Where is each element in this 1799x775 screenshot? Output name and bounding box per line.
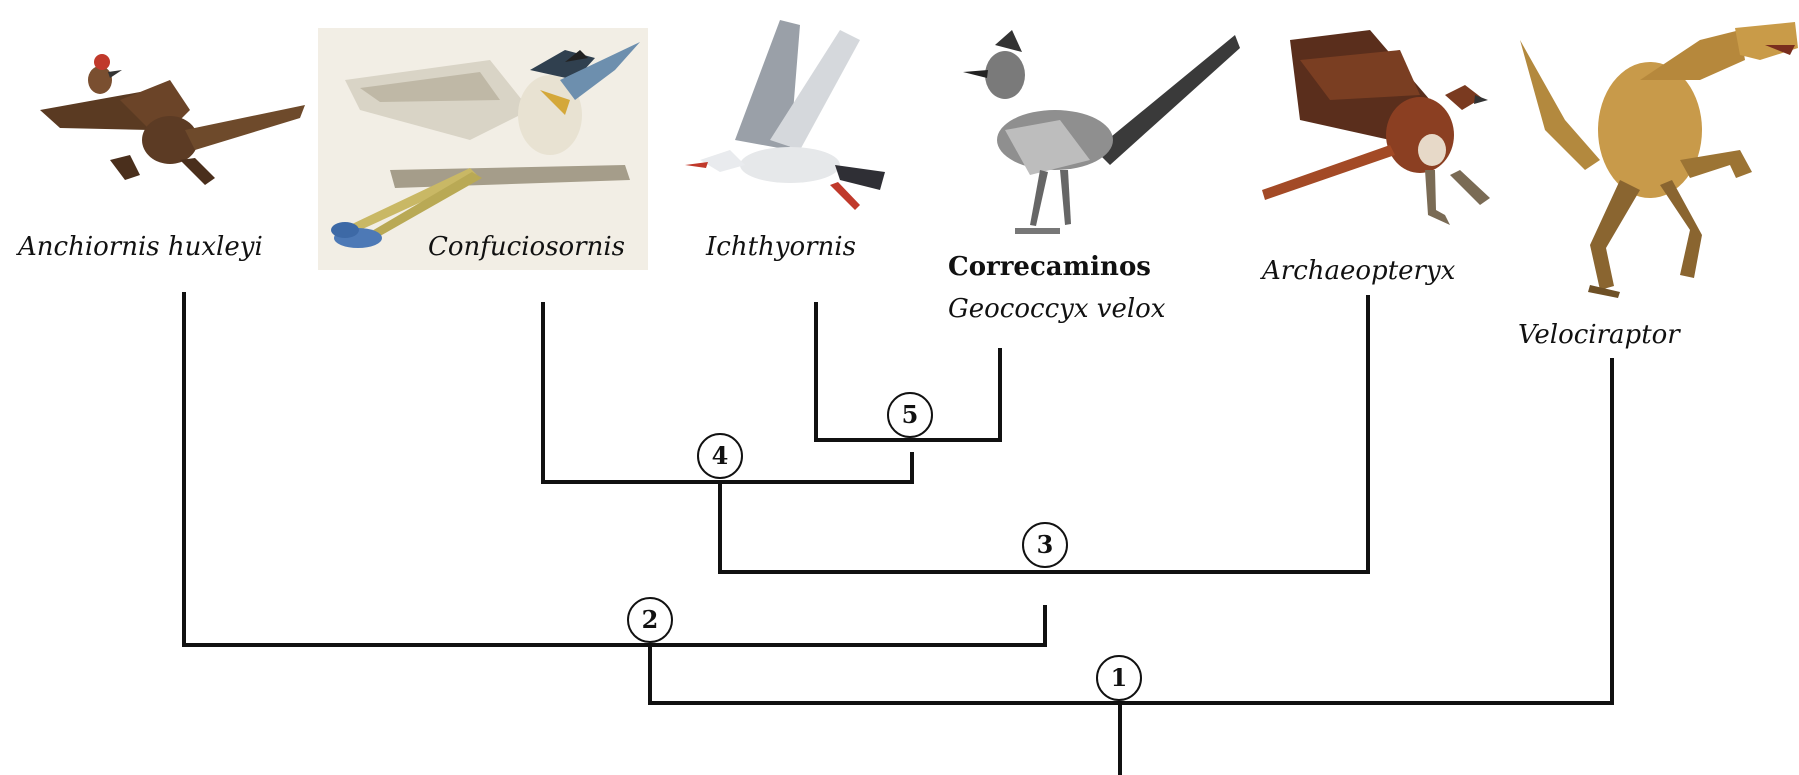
taxon-confuciusornis: Confuciosornis <box>428 232 625 262</box>
node-2-label: 2 <box>628 598 672 642</box>
branch-velociraptor <box>650 358 1612 703</box>
anchiornis-illustration <box>40 54 305 185</box>
node-5-label: 5 <box>888 393 932 437</box>
taxon-roadrunner-scientific: Geococcyx velox <box>948 294 1165 324</box>
velociraptor-illustration <box>1520 22 1798 298</box>
tree-lines <box>184 292 1612 775</box>
taxon-anchiornis: Anchiornis huxleyi <box>18 232 263 262</box>
node-3-label: 3 <box>1023 523 1067 567</box>
archaeopteryx-illustration <box>1262 30 1490 225</box>
node-1-label: 1 <box>1097 656 1141 700</box>
taxon-archaeopteryx: Archaeopteryx <box>1262 256 1455 286</box>
ichthyornis-illustration <box>685 20 885 210</box>
taxon-velociraptor: Velociraptor <box>1518 320 1680 350</box>
branch-anchiornis <box>184 292 1045 645</box>
node-4-label: 4 <box>698 434 742 478</box>
taxon-roadrunner-common: Correcaminos <box>948 252 1151 282</box>
roadrunner-illustration <box>963 30 1240 234</box>
taxon-ichthyornis: Ichthyornis <box>706 232 856 262</box>
